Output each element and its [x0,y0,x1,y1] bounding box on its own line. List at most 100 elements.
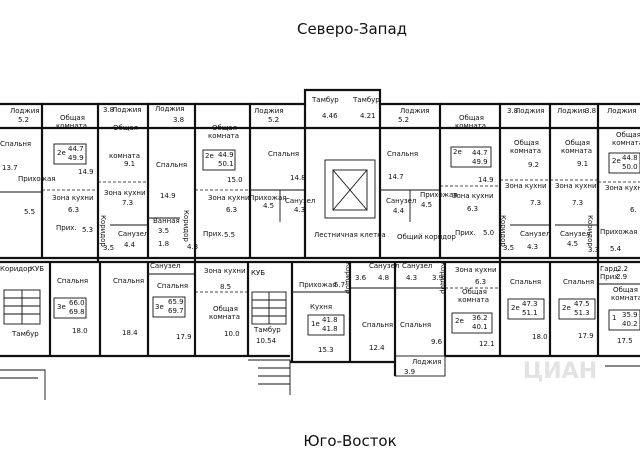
room-label-l71: 49.9 [472,158,488,166]
room-label-l4: комната [56,122,87,130]
room-label-l136: 41.8 [322,325,338,333]
room-label-l93: 7.3 [572,199,583,207]
room-label-l57: Лестничная клетка [314,231,386,239]
room-label-l141: 4.3 [406,274,417,282]
room-label-l155: 36.2 [472,314,488,322]
room-label-l24: Санузел [118,230,148,238]
room-label-l106: 5.4 [610,245,622,253]
room-label-l111: 66.0 [69,299,85,307]
room-label-l76: 5.0 [483,229,494,237]
room-label-l153: комната [458,296,489,304]
room-label-l158: Спальня [510,278,541,286]
room-label-l105: Прихожая [600,228,638,236]
room-label-l10: Прихожая [18,175,56,183]
room-label-l68: комната [455,122,486,130]
room-label-l41: 6.3 [226,206,237,214]
room-label-l109: Спальня [57,277,88,285]
room-label-l1: Лоджия [10,107,39,115]
room-label-l12: Зона кухни [52,194,94,202]
room-label-l118: Спальня [157,282,188,290]
room-label-l63: 4.4 [393,207,405,215]
room-label-l52: 4.3 [294,206,305,214]
room-label-l40: Зона кухни [208,194,250,202]
room-label-l32: 3.5 [158,227,169,235]
room-label-l77: 3.8 [507,107,518,115]
room-label-l60: Спальня [387,150,418,158]
room-label-l173: комната [611,294,640,302]
room-label-l98: Общая [616,131,640,139]
room-label-l96: 3.3 [588,246,599,254]
room-label-l74: 6.3 [467,205,478,213]
room-label-l101: 44.8 [622,154,638,162]
room-label-l7: 49.9 [68,154,84,162]
room-label-l117: Санузел [150,262,180,270]
room-label-l115: Спальня [113,277,144,285]
room-label-l50: 4.5 [263,202,274,210]
room-label-l78: Лоджия [515,107,544,115]
room-label-l61: 14.7 [388,173,404,181]
room-label-l31: Ванная [153,217,180,225]
room-label-l161: 51.1 [522,309,538,317]
room-label-l142: 3.6 [355,274,367,282]
room-label-l19: Общая [113,124,138,132]
room-label-l120: 65.9 [168,298,184,306]
room-label-l88: 3.8 [585,107,596,115]
room-label-l34: Общая [212,124,237,132]
room-label-l54: 4.46 [322,112,338,120]
room-label-l35: комната [208,132,239,140]
room-label-l59: 5.2 [398,116,409,124]
room-label-l43: 5.5 [224,231,235,239]
room-label-l79: Общая [514,139,539,147]
room-label-l16: 5.3 [82,226,93,234]
room-label-l58: Лоджия [400,107,429,115]
watermark: ЦИАН [523,359,597,384]
room-label-l92: Зона кухни [555,182,597,190]
room-label-l22: Зона кухни [104,189,146,197]
room-label-l70: 44.7 [472,149,488,157]
room-label-l152: Общая [462,288,487,296]
room-label-l110: 3е [57,303,66,311]
room-label-l135: 41.8 [322,316,338,324]
room-label-l169: 2.2 [617,265,628,273]
room-label-l21: 9.1 [124,160,135,168]
room-label-l39: 15.0 [227,176,243,184]
room-label-l51: Санузел [285,197,315,205]
room-label-l157: 12.1 [479,340,495,348]
room-label-l87: Лоджия [557,107,586,115]
room-label-l138: Санузел [369,262,399,270]
room-label-l62: Санузел [386,197,416,205]
room-label-l64: Прихожая [420,191,458,199]
room-label-l170: Прих. [600,273,621,281]
room-label-l166: 51.3 [574,309,590,317]
room-label-l146: Спальня [400,321,431,329]
room-label-l17: 3.8 [103,106,114,114]
room-label-l176: 40.2 [622,320,638,328]
room-label-l149: 3.9 [404,368,415,376]
room-label-l13: 6.3 [68,206,79,214]
room-label-l128: КУБ [251,269,265,277]
room-label-l67: Общая [459,114,484,122]
room-label-l113: 18.0 [72,327,88,335]
room-label-l56: 4.21 [360,112,376,120]
room-label-l5: 2е [57,149,66,157]
room-label-l86: 3.5 [503,244,514,252]
room-label-l36: 2е [205,152,214,160]
room-label-l66: Общий коридор [397,233,456,241]
room-label-l131: Прихожая [299,281,337,289]
room-label-l29: Спальня [156,161,187,169]
room-label-l94: Санузел [560,230,590,238]
corridor-label-v4: Коридор [586,215,594,247]
room-label-l25: 4.4 [124,241,136,249]
room-label-l27: Лоджия [155,105,184,113]
corridor-label-v1: Коридор [99,215,107,247]
room-label-l95: 4.5 [567,240,578,248]
room-label-l33: 1.8 [158,240,169,248]
room-label-l143: 3.9 [432,274,443,282]
room-label-l164: 2е [562,304,571,312]
room-label-l97: Лоджия [607,107,636,115]
room-label-l167: 17.9 [578,332,594,340]
room-label-l151: 6.3 [475,278,486,286]
room-label-l2: 5.2 [18,116,29,124]
